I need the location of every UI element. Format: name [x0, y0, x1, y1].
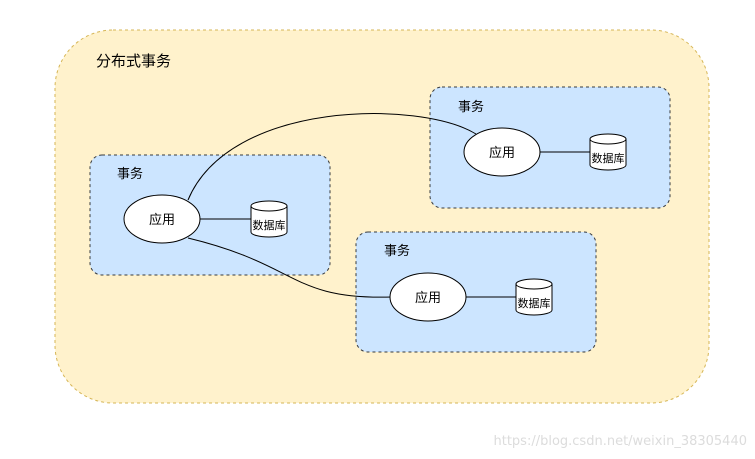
database-icon-2: 数据库: [589, 133, 627, 171]
app-node-2: 应用: [463, 127, 541, 177]
transaction-box-3-title: 事务: [384, 243, 410, 259]
app-node-3-shape: [389, 272, 467, 322]
transaction-box-1-title: 事务: [117, 166, 143, 182]
edge-app1-to-app2: [187, 113, 477, 201]
transaction-box-1: 事务: [89, 154, 331, 276]
distributed-transaction-title: 分布式事务: [96, 52, 171, 70]
transaction-box-2: 事务: [429, 86, 671, 209]
database-node-2-label: 数据库: [592, 151, 625, 165]
app-node-2-shape: [463, 127, 541, 177]
database-node-1-label: 数据库: [253, 218, 286, 232]
app-node-1: 应用: [123, 194, 201, 244]
app-node-2-label: 应用: [489, 145, 515, 161]
app-node-1-shape: [123, 194, 201, 244]
database-icon-3-body: [515, 284, 553, 316]
database-icon-3-top: [515, 278, 553, 290]
transaction-box-1-frame: [89, 154, 331, 276]
app-node-1-label: 应用: [149, 212, 175, 228]
edge-app1-to-app3: [187, 237, 393, 298]
database-icon-1-top: [250, 200, 288, 212]
transaction-box-3-frame: [355, 231, 597, 353]
database-node-3-label: 数据库: [518, 296, 551, 310]
transaction-box-2-title: 事务: [458, 99, 484, 115]
watermark: https://blog.csdn.net/weixin_38305440: [493, 434, 747, 449]
transaction-box-3: 事务: [355, 231, 597, 353]
database-icon-1-body: [250, 206, 288, 238]
app-node-3-label: 应用: [415, 290, 441, 306]
database-icon-2-body: [589, 139, 627, 171]
database-icon-3: 数据库: [515, 278, 553, 316]
app-node-3: 应用: [389, 272, 467, 322]
database-icon-1: 数据库: [250, 200, 288, 238]
transaction-box-2-frame: [429, 86, 671, 209]
database-icon-2-top: [589, 133, 627, 145]
